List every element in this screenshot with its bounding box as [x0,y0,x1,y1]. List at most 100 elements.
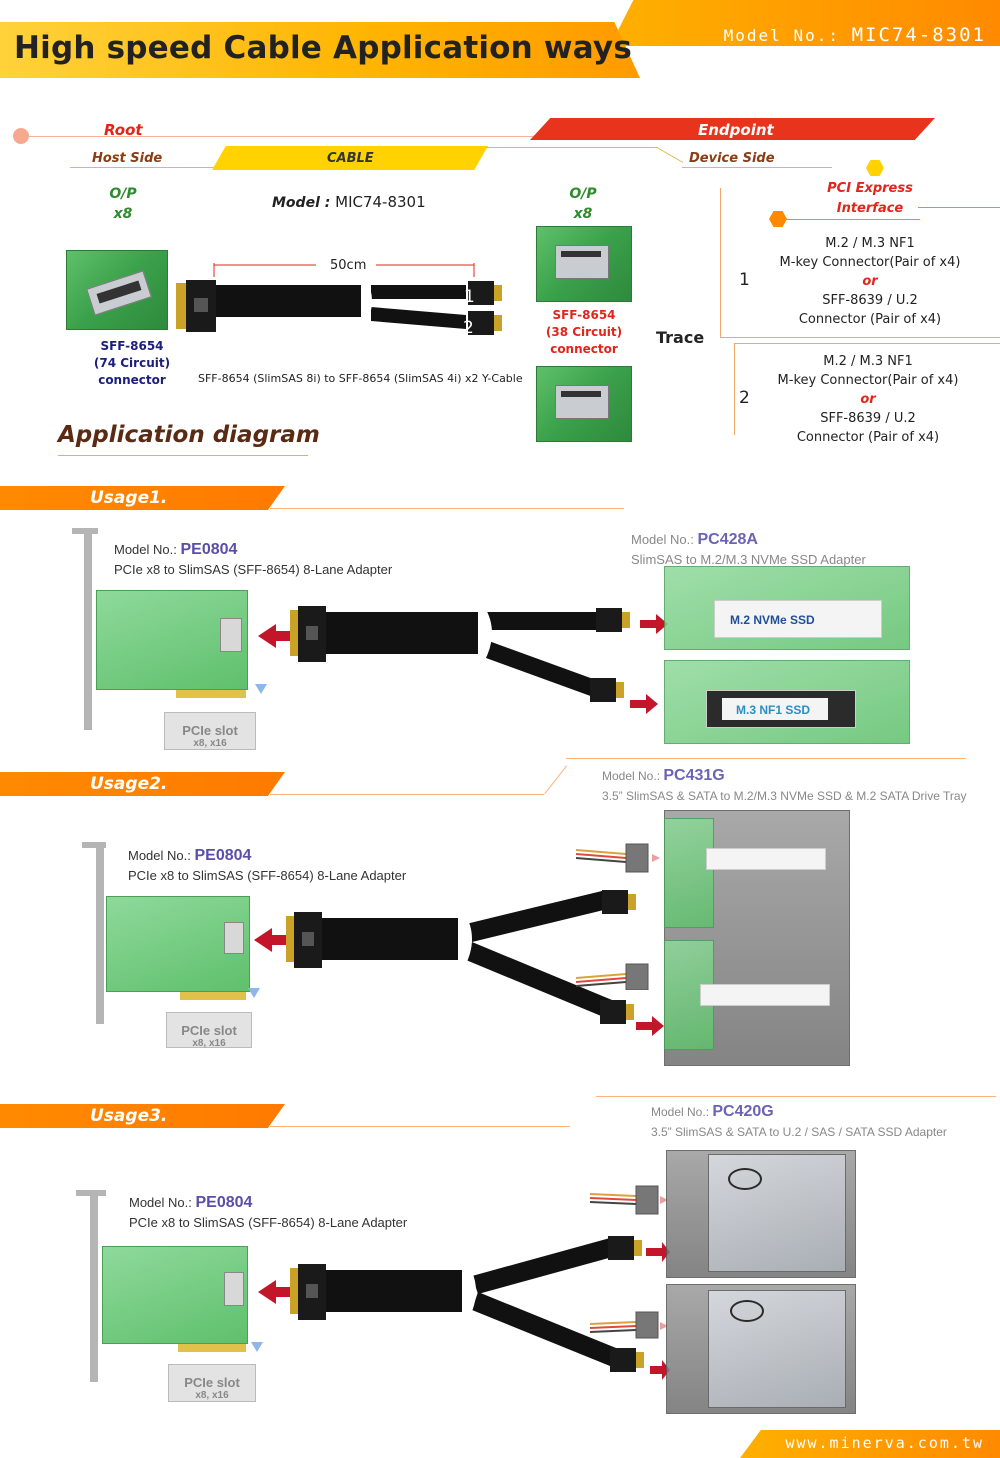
usage-1-ssd-2-label: M.3 NF1 SSD [736,703,811,717]
endpoint-band [530,118,935,140]
usage-2-title: Usage2. [90,774,168,794]
header-model-band [610,0,1000,46]
usage-2-device-model: Model No.: PC431G 3.5” SlimSAS & SATA to… [602,766,967,806]
usage-3-host-model-number: PE0804 [195,1194,253,1211]
endpoint-label: Endpoint [698,121,774,139]
usage-3-bracket [90,1192,98,1382]
overview-model: Model : MIC74-8301 [272,193,426,211]
usage-3-device-prefix: Model No.: [651,1105,710,1119]
usage-3-slot-label: PCIe slot x8, x16 [168,1376,256,1402]
cable-band [212,146,488,170]
trace-line-vertical [720,188,721,338]
root-dot [13,128,29,144]
overview-model-value: MIC74-8301 [335,193,426,211]
device-connector-photo-top [536,226,632,302]
usage-2-slope [544,765,568,795]
trace-label: Trace [656,328,705,347]
target-1-text: M.2 / M.3 NF1 M-key Connector(Pair of x4… [770,234,970,329]
device-connector-line2: (38 Circuit) [545,325,623,339]
usage-1-host-model-number: PE0804 [180,541,238,558]
usage-2-slot-arrow [248,988,260,998]
usage-2-underline [270,794,544,795]
trace-line-horizontal [720,337,1000,338]
host-connector-photo [66,250,168,330]
device-connector-caption: SFF-8654 (38 Circuit) connector [538,307,630,358]
header-model-value: MIC74-8301 [851,24,986,46]
usage-1-device-prefix: Model No.: [631,532,694,547]
pcie-interface-label: PCI Express Interface [820,179,920,219]
footer-url[interactable]: www.minerva.com.tw [785,1434,984,1452]
usage-2-slot-line1: PCIe slot [181,1023,237,1038]
usage-2-ssd-2 [700,984,830,1006]
target-1-number: 1 [739,270,750,290]
overview-model-label: Model : [272,195,331,211]
usage-1-underline [270,508,624,509]
usage-3-host-prefix: Model No.: [129,1195,192,1210]
pcie-line [785,219,920,220]
cable-description: SFF-8654 (SlimSAS 8i) to SFF-8654 (SlimS… [198,372,523,385]
footer-band [740,1430,1000,1458]
intel-logo-icon [728,1168,762,1190]
usage-1-ssd-1 [714,600,882,638]
device-connector-photo-bottom [536,366,632,442]
usage-1-bracket [84,530,92,730]
host-connector-line3: connector [98,373,166,387]
cable-number-1: 1 [464,287,475,307]
usage-3-adapter-board [102,1246,248,1344]
target-1-line4: Connector (Pair of x4) [798,312,942,327]
usage-2-host-desc: PCIe x8 to SlimSAS (SFF-8654) 8-Lane Ada… [128,868,407,883]
usage-3-underline [270,1126,570,1127]
usage-3-sata-cables [590,1185,668,1339]
device-connector-line3: connector [550,342,618,356]
device-line [682,167,832,168]
usage-3-pcie-slot [168,1364,256,1402]
usage-1-host-desc: PCIe x8 to SlimSAS (SFF-8654) 8-Lane Ada… [114,562,393,577]
target-2-line2: M-key Connector(Pair of x4) [777,373,959,388]
usage-2-bracket-top [82,842,106,848]
usage-2-pcie-slot [166,1012,252,1048]
pcie-hexagon [866,160,884,176]
header-model-prefix: Model No.: [723,26,840,45]
usage-2-slot-label: PCIe slot x8, x16 [166,1024,252,1050]
usage-3-gold-fingers [178,1344,246,1352]
usage-1-slot-line2: x8, x16 [193,738,227,749]
cable-label: CABLE [327,151,374,166]
usage-2-device-prefix: Model No.: [602,769,661,783]
trace-line-lower [734,343,735,435]
usage-3-top-line [596,1096,996,1097]
usage-3-device-model: Model No.: PC420G 3.5” SlimSAS & SATA to… [651,1102,947,1142]
op-right: O/P x8 [553,184,613,224]
usage-2-host-prefix: Model No.: [128,848,191,863]
usage-2-ssd-1 [706,848,826,870]
usage-1-ssd-2-sticker [722,698,828,720]
op-left-lanes: x8 [113,206,133,222]
usage-3-title: Usage3. [90,1106,168,1126]
target-2-line4: Connector (Pair of x4) [796,430,940,445]
usage-3-u2-drive-1 [708,1154,846,1272]
app-title-underline [58,455,308,456]
usage-2-gold-fingers [180,992,246,1000]
usage-2-top-line [566,758,966,759]
usage-2-cable [254,890,664,1036]
usage-3-u2-drive-2 [708,1290,846,1408]
usage-3-bar [0,1104,285,1128]
usage-1-host-prefix: Model No.: [114,542,177,557]
device-connector-line1: SFF-8654 [552,308,616,322]
target-2-text: M.2 / M.3 NF1 M-key Connector(Pair of x4… [768,352,968,447]
usage-3-device-model-number: PC420G [712,1103,774,1120]
trace-line-lower-h [734,343,1000,344]
usage-1-slot-line1: PCIe slot [182,723,238,738]
target-1-line3: SFF-8639 / U.2 [822,293,918,308]
usage-1-device-model-number: PC428A [697,531,758,548]
usage-1-ssd-1-label: M.2 NVMe SSD [730,613,815,627]
usage-1-bar [0,486,285,510]
usage-1-slot-arrow [255,684,267,694]
usage-2-adapter-port [224,922,244,954]
usage-1-pcie-slot [164,712,256,750]
usage-2-sata-cables [576,843,660,990]
host-connector-line2: (74 Circuit) [93,356,171,370]
target-1-line1: M.2 / M.3 NF1 [825,236,915,251]
device-slope-line [656,147,684,163]
target-1-or: or [862,274,878,289]
intel-logo-icon [730,1300,764,1322]
